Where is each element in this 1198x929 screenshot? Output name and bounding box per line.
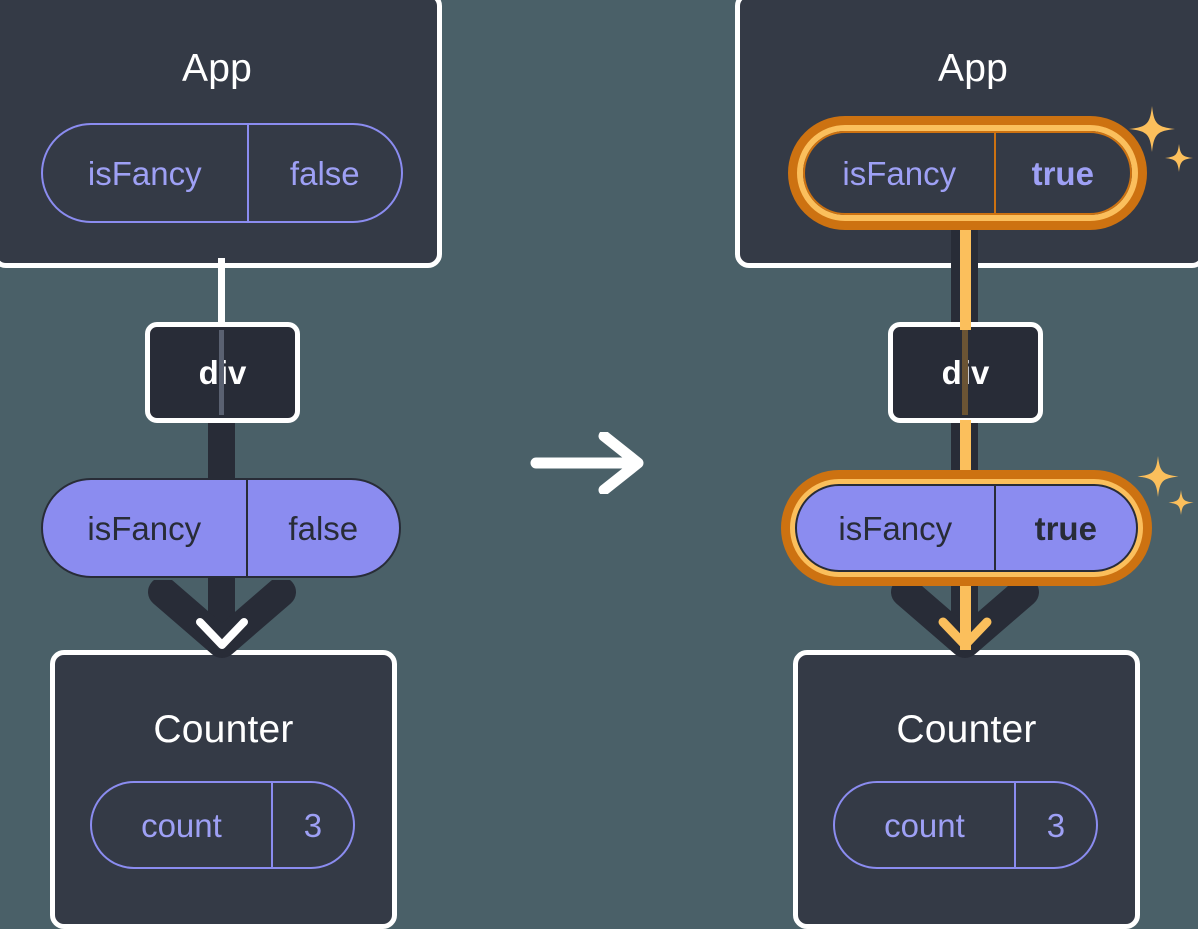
connector-app-to-div-before — [218, 258, 225, 328]
transition-arrow-icon — [528, 430, 652, 496]
prop-pill-key-after: isFancy — [838, 509, 953, 547]
prop-arrow-head-before — [185, 602, 260, 657]
prop-arrow-head-after — [928, 602, 1003, 657]
prop-pill-value-after: true — [993, 486, 1137, 570]
counter-state-pill-value-after: 3 — [1013, 783, 1096, 867]
counter-state-pill-value-before: 3 — [270, 783, 353, 867]
app-state-pill-before: isFancy false — [41, 123, 403, 223]
app-state-pill-value-before: false — [246, 125, 401, 221]
counter-state-pill-before: count 3 — [90, 781, 355, 869]
app-state-pill-key-before: isFancy — [87, 154, 202, 192]
prop-pill-before: isFancy false — [41, 478, 401, 578]
sparkle-icon-prop-after — [1136, 452, 1198, 520]
counter-title-after: Counter — [896, 708, 1037, 751]
counter-state-pill-after: count 3 — [833, 781, 1098, 869]
app-state-pill-value-after: true — [993, 133, 1131, 213]
counter-state-pill-key-before: count — [141, 806, 222, 844]
prop-pill-value-before: false — [245, 480, 399, 576]
connector-through-div-before — [219, 330, 224, 415]
counter-title-before: Counter — [153, 708, 294, 751]
app-title-after: App — [938, 47, 1008, 90]
connector-app-to-div-after — [960, 215, 971, 330]
connector-through-div-after — [962, 330, 968, 415]
prop-pill-key-before: isFancy — [87, 509, 202, 547]
counter-state-pill-key-after: count — [884, 806, 965, 844]
prop-pill-after: isFancy true — [795, 484, 1138, 572]
sparkle-icon-app-after — [1126, 102, 1198, 177]
app-title-before: App — [182, 47, 252, 90]
app-state-pill-key-after: isFancy — [842, 154, 957, 192]
app-state-pill-after: isFancy true — [803, 131, 1132, 215]
